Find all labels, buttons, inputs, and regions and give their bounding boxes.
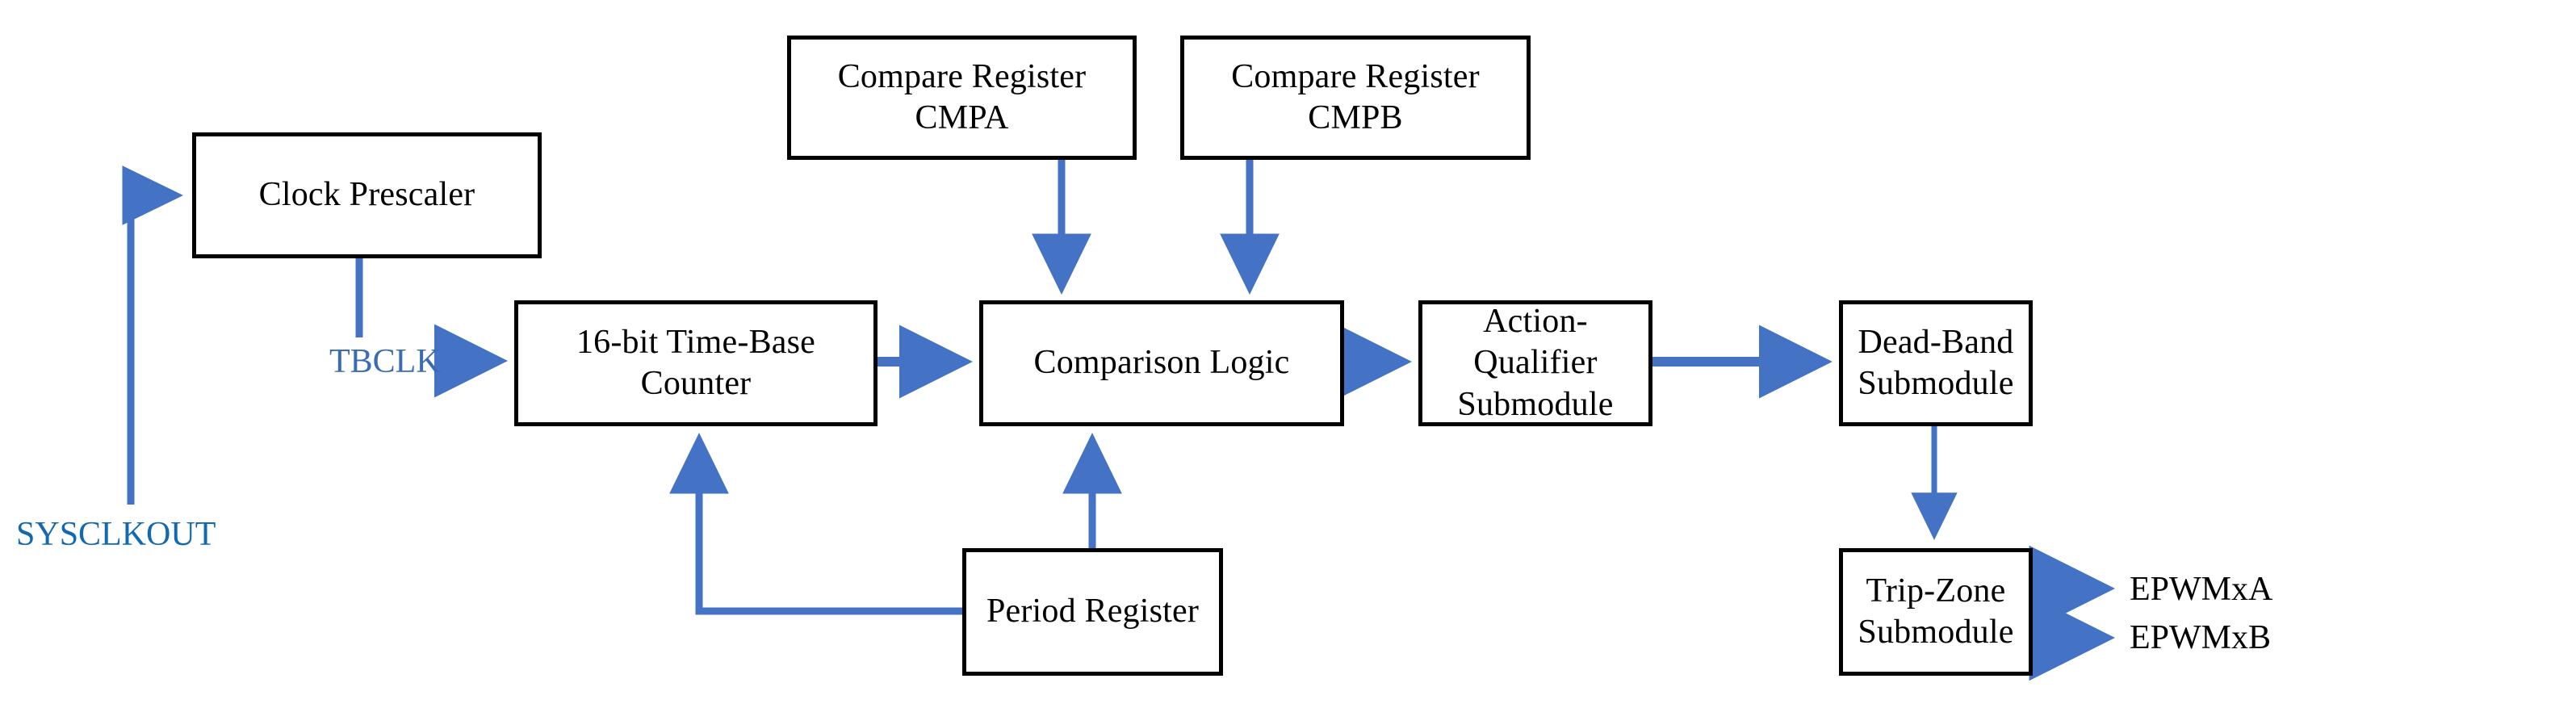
signal-label-epwmxa: EPWMxA	[2130, 571, 2273, 608]
signal-label-tbclk: TBCLK	[329, 343, 441, 380]
wire-period-to-counter	[669, 433, 962, 615]
block-compare-register-cmpb[interactable]: Compare Register CMPB	[1180, 36, 1531, 160]
block-label-trip-zone-submodule: Trip-Zone Submodule	[1858, 572, 2014, 651]
block-action-qualifier-submodule[interactable]: Action-Qualifier Submodule	[1418, 300, 1652, 426]
block-compare-register-cmpa[interactable]: Compare Register CMPA	[787, 36, 1137, 160]
block-clock-prescaler[interactable]: Clock Prescaler	[192, 132, 542, 258]
block-period-register[interactable]: Period Register	[962, 548, 1223, 676]
block-label-time-base-counter: 16-bit Time-Base Counter	[576, 323, 816, 402]
wire-sysclkout-to-prescaler	[122, 165, 183, 505]
block-label-clock-prescaler: Clock Prescaler	[258, 176, 475, 214]
block-comparison-logic[interactable]: Comparison Logic	[979, 300, 1344, 426]
block-label-dead-band-submodule: Dead-Band Submodule	[1858, 323, 2014, 402]
block-label-comparison-logic: Comparison Logic	[1033, 344, 1290, 382]
block-time-base-counter[interactable]: 16-bit Time-Base Counter	[514, 300, 878, 426]
signal-label-sysclkout: SYSCLKOUT	[16, 516, 216, 553]
signal-label-epwmxb: EPWMxB	[2130, 619, 2272, 656]
block-dead-band-submodule[interactable]: Dead-Band Submodule	[1839, 300, 2033, 426]
block-label-compare-register-cmpb: Compare Register CMPB	[1231, 57, 1480, 136]
block-trip-zone-submodule[interactable]: Trip-Zone Submodule	[1839, 548, 2033, 676]
block-label-compare-register-cmpa: Compare Register CMPA	[837, 57, 1087, 136]
block-label-period-register: Period Register	[986, 593, 1200, 630]
block-label-action-qualifier-submodule: Action-Qualifier Submodule	[1457, 303, 1614, 423]
